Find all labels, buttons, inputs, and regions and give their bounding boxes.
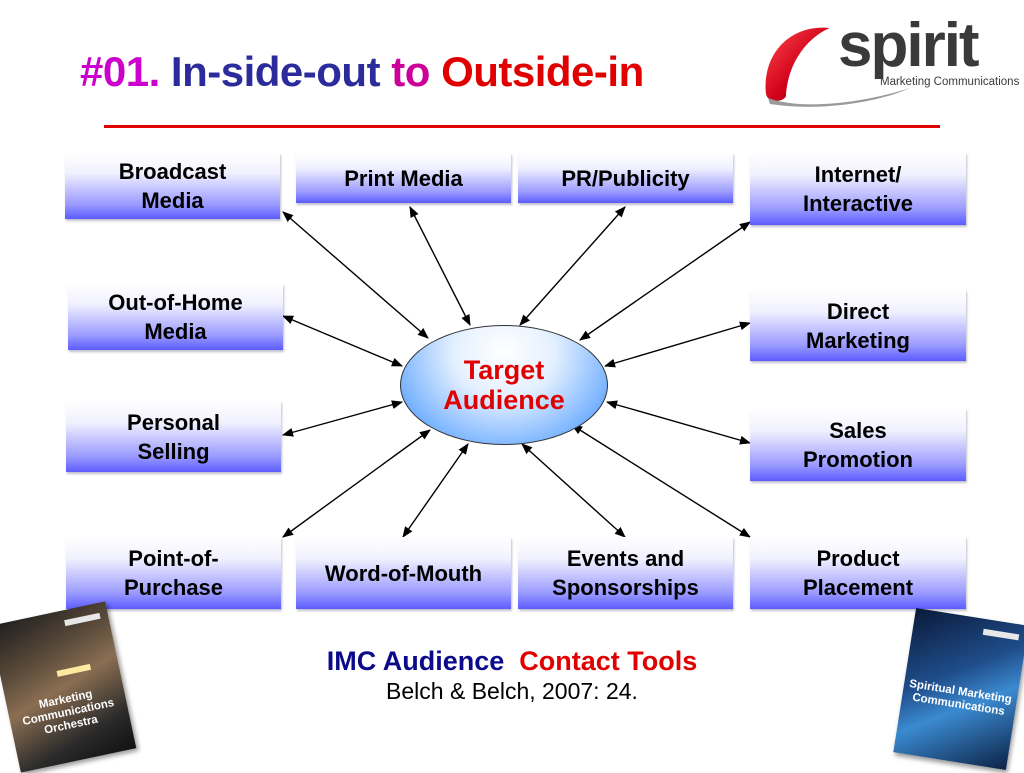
arrow-events xyxy=(521,443,626,538)
book-title-2: Spiritual Marketing Communications xyxy=(908,677,1013,719)
arrow-placement xyxy=(571,424,751,538)
arrow-personal xyxy=(281,400,404,437)
caption-source: Belch & Belch, 2007: 24. xyxy=(386,678,638,704)
arrow-internet xyxy=(579,221,751,341)
tool-internet-interactive: Internet/Interactive xyxy=(750,153,966,225)
arrow-broadcast xyxy=(282,211,429,339)
slide-title: #01. In-side-out to Outside-in xyxy=(80,48,644,96)
title-underline xyxy=(104,125,940,128)
book-tag-mark xyxy=(64,612,101,627)
arrow-pr xyxy=(519,206,626,326)
arrow-direct xyxy=(603,321,752,368)
tool-word-of-mouth: Word-of-Mouth xyxy=(296,537,511,609)
title-outside-in: Outside-in xyxy=(441,48,644,95)
book-cover-spiritual-marketing: Spiritual Marketing Communications xyxy=(893,607,1024,771)
spirit-logo-swoosh xyxy=(765,27,910,107)
logo-wordmark: spirit xyxy=(838,11,980,80)
arrow-point-of-purchase xyxy=(282,429,431,538)
logo-subtitle: Marketing Communications xyxy=(880,76,1020,88)
title-number: #01. xyxy=(80,48,160,95)
arrow-word-of-mouth xyxy=(402,443,469,538)
book-tag-mark xyxy=(982,628,1020,641)
tool-point-of-purchase: Point-of-Purchase xyxy=(66,537,281,609)
book-author-mark xyxy=(56,663,92,677)
title-inside-out: In-side-out xyxy=(170,48,381,95)
tool-pr-publicity: PR/Publicity xyxy=(518,153,733,203)
hub-line-1: Target xyxy=(463,355,545,385)
title-to: to xyxy=(391,48,430,95)
caption-imc-audience: IMC Audience xyxy=(326,646,505,676)
hub-line-2: Audience xyxy=(443,385,565,415)
arrow-sales xyxy=(605,400,752,445)
tool-print-media: Print Media xyxy=(296,153,511,203)
arrow-out-of-home xyxy=(281,315,404,367)
caption-heading: IMC Audience Contact Tools xyxy=(0,646,1024,677)
caption-contact-tools: Contact Tools xyxy=(519,646,698,676)
arrow-print xyxy=(409,206,471,326)
book-title-1: Marketing Communications Orchestra xyxy=(21,688,116,737)
